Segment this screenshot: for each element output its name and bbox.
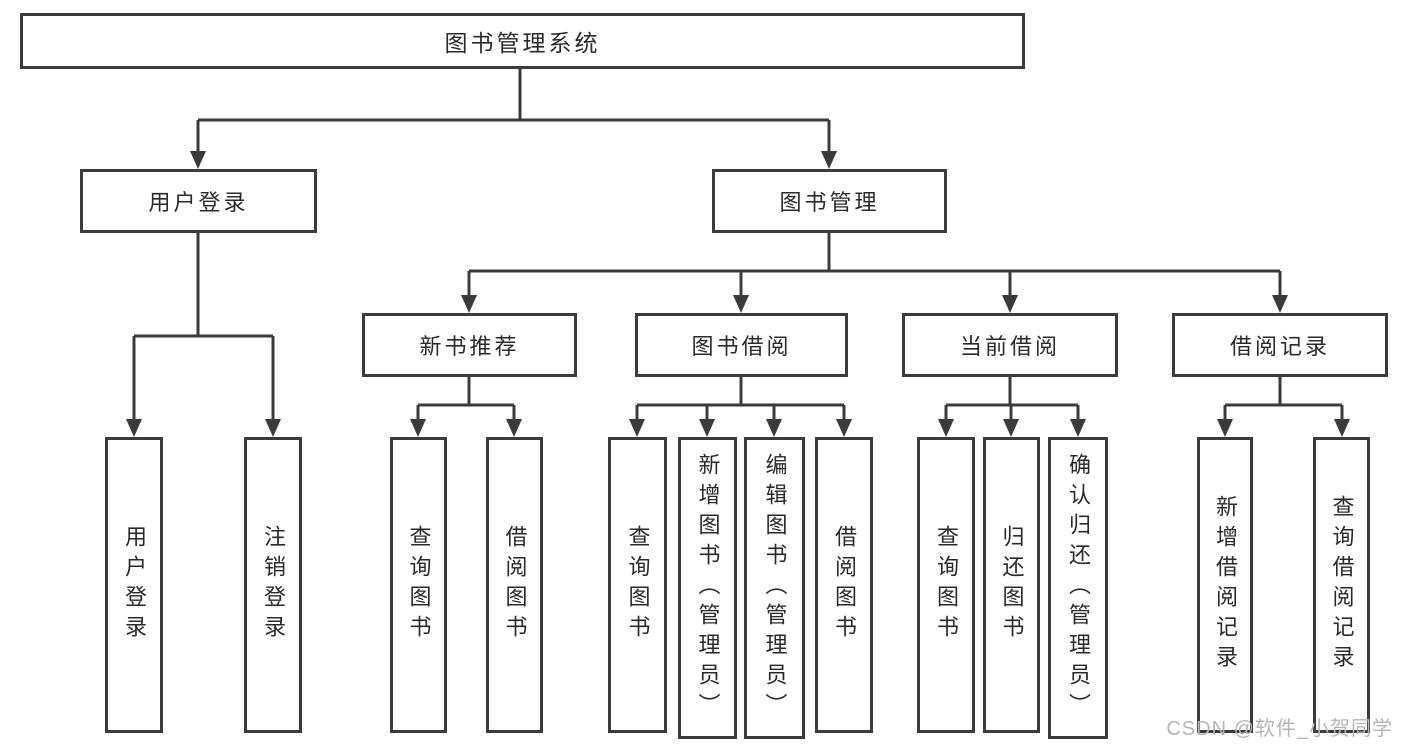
node-label: 新增借阅记录 — [1213, 495, 1238, 675]
node-book-management: 图书管理 — [712, 169, 947, 233]
node-label: 图书管理 — [779, 190, 880, 215]
node-user-login-leaf: 用户登录 — [105, 437, 163, 733]
node-label: 编辑图书（管理员） — [762, 453, 788, 723]
node-query-books-3: 查询图书 — [917, 437, 975, 733]
node-query-borrow-record: 查询借阅记录 — [1313, 437, 1370, 733]
node-library-system: 图书管理系统 — [20, 13, 1025, 69]
node-label: 归还图书 — [999, 525, 1025, 645]
node-label: 图书管理系统 — [444, 30, 601, 56]
node-label: 借阅图书 — [502, 525, 528, 645]
node-query-books-2: 查询图书 — [608, 437, 667, 733]
node-label: 查询图书 — [406, 525, 432, 645]
node-borrow-books-1: 借阅图书 — [486, 437, 543, 733]
node-return-books: 归还图书 — [983, 437, 1040, 733]
node-edit-books-admin: 编辑图书（管理员） — [744, 437, 805, 739]
node-label: 确认归还（管理员） — [1066, 453, 1091, 723]
node-confirm-return-admin: 确认归还（管理员） — [1048, 437, 1108, 739]
watermark: CSDN @软件_小贺同学 — [1166, 718, 1393, 740]
node-add-borrow-record: 新增借阅记录 — [1197, 437, 1253, 733]
node-query-books-1: 查询图书 — [390, 437, 447, 733]
node-label: 借阅记录 — [1229, 334, 1330, 359]
node-borrow-books-2: 借阅图书 — [815, 437, 873, 733]
node-label: 用户登录 — [148, 190, 249, 215]
node-book-borrowing: 图书借阅 — [635, 313, 848, 377]
node-new-book-recommend: 新书推荐 — [362, 313, 577, 377]
node-add-books-admin: 新增图书（管理员） — [678, 437, 737, 739]
node-label: 注销登录 — [261, 525, 286, 645]
node-borrowing-records: 借阅记录 — [1172, 313, 1388, 377]
node-label: 查询借阅记录 — [1329, 495, 1355, 675]
node-label: 当前借阅 — [959, 334, 1060, 359]
node-label: 查询图书 — [625, 525, 651, 645]
node-label: 图书借阅 — [691, 334, 792, 359]
node-current-borrowing: 当前借阅 — [902, 313, 1118, 377]
node-label: 新书推荐 — [419, 334, 520, 359]
node-logout: 注销登录 — [244, 437, 302, 733]
node-label: 新增图书（管理员） — [695, 453, 721, 723]
node-label: 用户登录 — [122, 525, 147, 645]
node-user-login: 用户登录 — [80, 169, 317, 233]
node-label: 查询图书 — [934, 525, 959, 645]
node-label: 借阅图书 — [832, 525, 857, 645]
